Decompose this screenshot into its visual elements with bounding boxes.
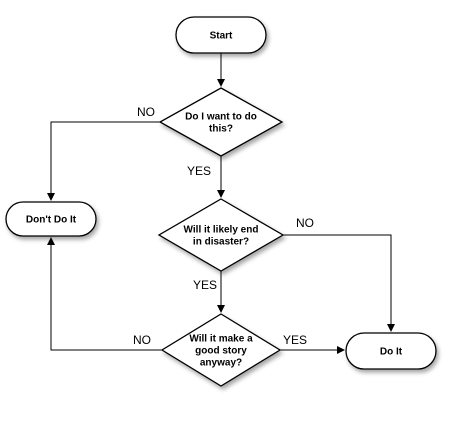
terminal-pill: [345, 332, 437, 370]
node-label: Will it likely end: [184, 225, 259, 236]
node-label: good story: [195, 346, 247, 357]
node-label: Do I want to do: [185, 112, 257, 123]
terminal-node-start: Start: [175, 16, 267, 54]
edge-story-to-dont: NO: [47, 237, 162, 351]
node-label: anyway?: [200, 358, 242, 369]
connector-arrow: [47, 237, 162, 351]
edge-want-to-dont: NO: [47, 105, 160, 201]
edge-story-to-doit: YES: [280, 333, 345, 354]
node-label: this?: [209, 124, 233, 135]
edge-label-yes: YES: [187, 164, 211, 178]
terminal-node-dont: Don't Do It: [5, 201, 97, 237]
connector-arrow: [47, 121, 160, 201]
connector-arrow: [283, 234, 395, 332]
edge-disaster-to-doit: NO: [283, 216, 395, 332]
edge-label-yes: YES: [283, 333, 307, 347]
node-label: in disaster?: [193, 237, 249, 248]
decision-diamond: [157, 198, 285, 272]
node-label: Start: [210, 31, 233, 42]
node-label: Don't Do It: [26, 215, 77, 226]
edge-disaster-to-story: YES: [193, 271, 225, 313]
decision-diamond: [160, 313, 282, 387]
node-label: Will it make a: [189, 334, 253, 345]
edge-want-to-disaster: YES: [187, 156, 225, 198]
decision-diamond: [158, 87, 284, 157]
terminal-pill: [175, 16, 267, 54]
edge-label-no: NO: [133, 333, 151, 347]
terminal-pill: [5, 201, 97, 237]
terminal-node-doit: Do It: [345, 332, 437, 370]
node-label: Do It: [380, 347, 403, 358]
edge-label-yes: YES: [193, 278, 217, 292]
edge-label-no: NO: [296, 216, 314, 230]
edges-layer: NO YES NO YES NO YES: [47, 53, 395, 354]
edge-label-no: NO: [137, 105, 155, 119]
